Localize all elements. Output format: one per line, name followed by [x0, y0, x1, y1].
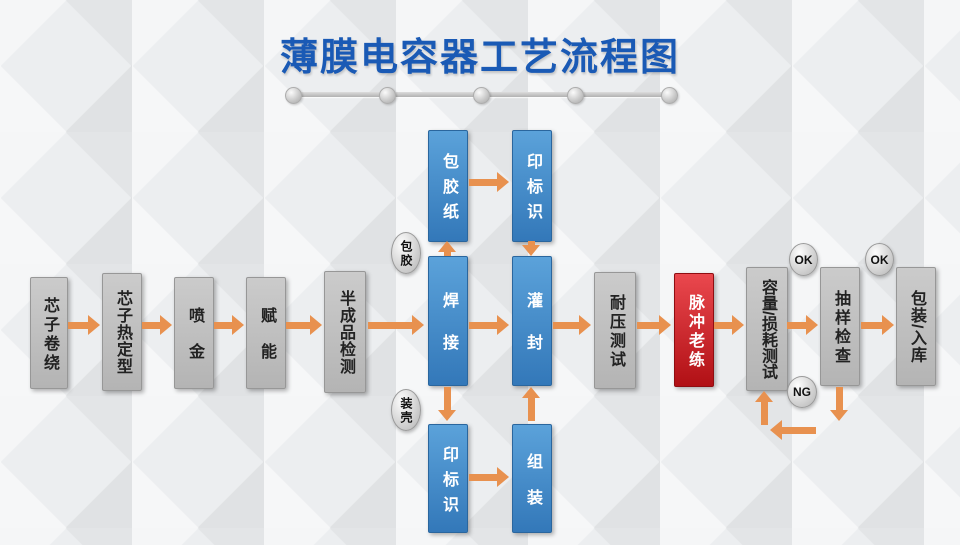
flow-arrow-welding-to-marking-bottom	[437, 387, 457, 421]
node-potting: 灌封	[512, 256, 552, 386]
node-label: 包胶纸	[440, 153, 457, 228]
node-label: 耐压测试	[607, 294, 624, 370]
divider-bead	[473, 87, 490, 104]
divider-bead	[285, 87, 302, 104]
flow-arrow-spray-to-energize	[214, 315, 244, 335]
flow-arrow-welding-to-taping	[437, 241, 457, 256]
page-title: 薄膜电容器工艺流程图	[279, 37, 680, 79]
node-core-heat-setting: 芯子热定型	[102, 273, 142, 391]
node-assembly: 组装	[512, 424, 552, 533]
node-label: 容量/损耗测试	[759, 278, 776, 380]
tag-ok-after-capacity-test: OK	[789, 243, 818, 276]
flow-arrow-heatset-to-spray	[142, 315, 172, 335]
node-label: 灌封	[524, 292, 541, 376]
divider-bead	[661, 87, 678, 104]
node-metal-spraying: 喷金	[174, 277, 214, 389]
flow-arrow-sampling-to-packing	[861, 315, 894, 335]
node-label: 抽样检查	[832, 290, 849, 366]
node-marking-bottom: 印标识	[428, 424, 468, 533]
node-label: 包装/入库	[908, 290, 925, 364]
node-core-winding: 芯子卷绕	[30, 277, 68, 389]
node-pulse-aging: 脉冲老练	[674, 273, 714, 387]
tag-casing: 装壳	[391, 389, 421, 431]
node-label: 喷金	[186, 307, 203, 379]
tag-taping: 包胶	[391, 232, 421, 274]
flow-arrow-welding-to-potting	[469, 315, 509, 335]
tag-ng: NG	[787, 376, 817, 408]
flow-arrow-energize-to-inspect	[286, 315, 322, 335]
flow-arrow-aging-to-capacitytest	[714, 315, 744, 335]
node-label: 印标识	[524, 153, 541, 228]
node-energizing: 赋能	[246, 277, 286, 389]
node-semi-product-inspection: 半成品检测	[324, 271, 366, 393]
flow-arrow-inspect-to-welding	[368, 315, 424, 335]
flow-arrow-capacitytest-to-sampling	[787, 315, 818, 335]
flow-arrow-potting-to-voltagetest	[553, 315, 591, 335]
flow-arrow-taping-to-marking-top	[469, 172, 509, 192]
node-label: 赋能	[258, 307, 275, 379]
node-label: 脉冲老练	[686, 293, 703, 370]
flow-arrow-sampling-ng-down	[829, 387, 849, 421]
node-label: 芯子卷绕	[41, 296, 58, 373]
tag-label: OK	[794, 252, 813, 267]
node-marking-top: 印标识	[512, 130, 552, 242]
divider-bead	[379, 87, 396, 104]
node-welding: 焊接	[428, 256, 468, 386]
node-label: 印标识	[440, 445, 457, 521]
tag-label: OK	[870, 252, 889, 267]
node-label: 组装	[524, 452, 541, 525]
flow-arrow-marking-bottom-to-assembly	[469, 467, 509, 487]
node-label: 半成品检测	[337, 290, 354, 375]
tag-label: NG	[793, 385, 811, 399]
node-capacity-loss-test: 容量/损耗测试	[746, 267, 788, 391]
node-packing-storage: 包装/入库	[896, 267, 936, 386]
flow-arrow-winding-to-heatset	[68, 315, 100, 335]
flow-arrow-marking-top-to-potting	[521, 241, 541, 256]
node-voltage-test: 耐压测试	[594, 272, 636, 389]
node-taping-paper: 包胶纸	[428, 130, 468, 242]
tag-label: 包胶	[399, 240, 413, 268]
divider-bead	[567, 87, 584, 104]
flow-arrow-ng-feedback-left	[770, 420, 816, 440]
flow-arrow-assembly-to-potting	[521, 387, 541, 421]
node-sampling-inspection: 抽样检查	[820, 267, 860, 386]
flow-arrow-voltagetest-to-aging	[637, 315, 671, 335]
node-label: 焊接	[440, 292, 457, 376]
flow-arrow-ng-feedback-up	[754, 391, 774, 425]
tag-ok-after-sampling: OK	[865, 243, 894, 276]
tag-label: 装壳	[399, 397, 413, 425]
node-label: 芯子热定型	[114, 290, 131, 375]
